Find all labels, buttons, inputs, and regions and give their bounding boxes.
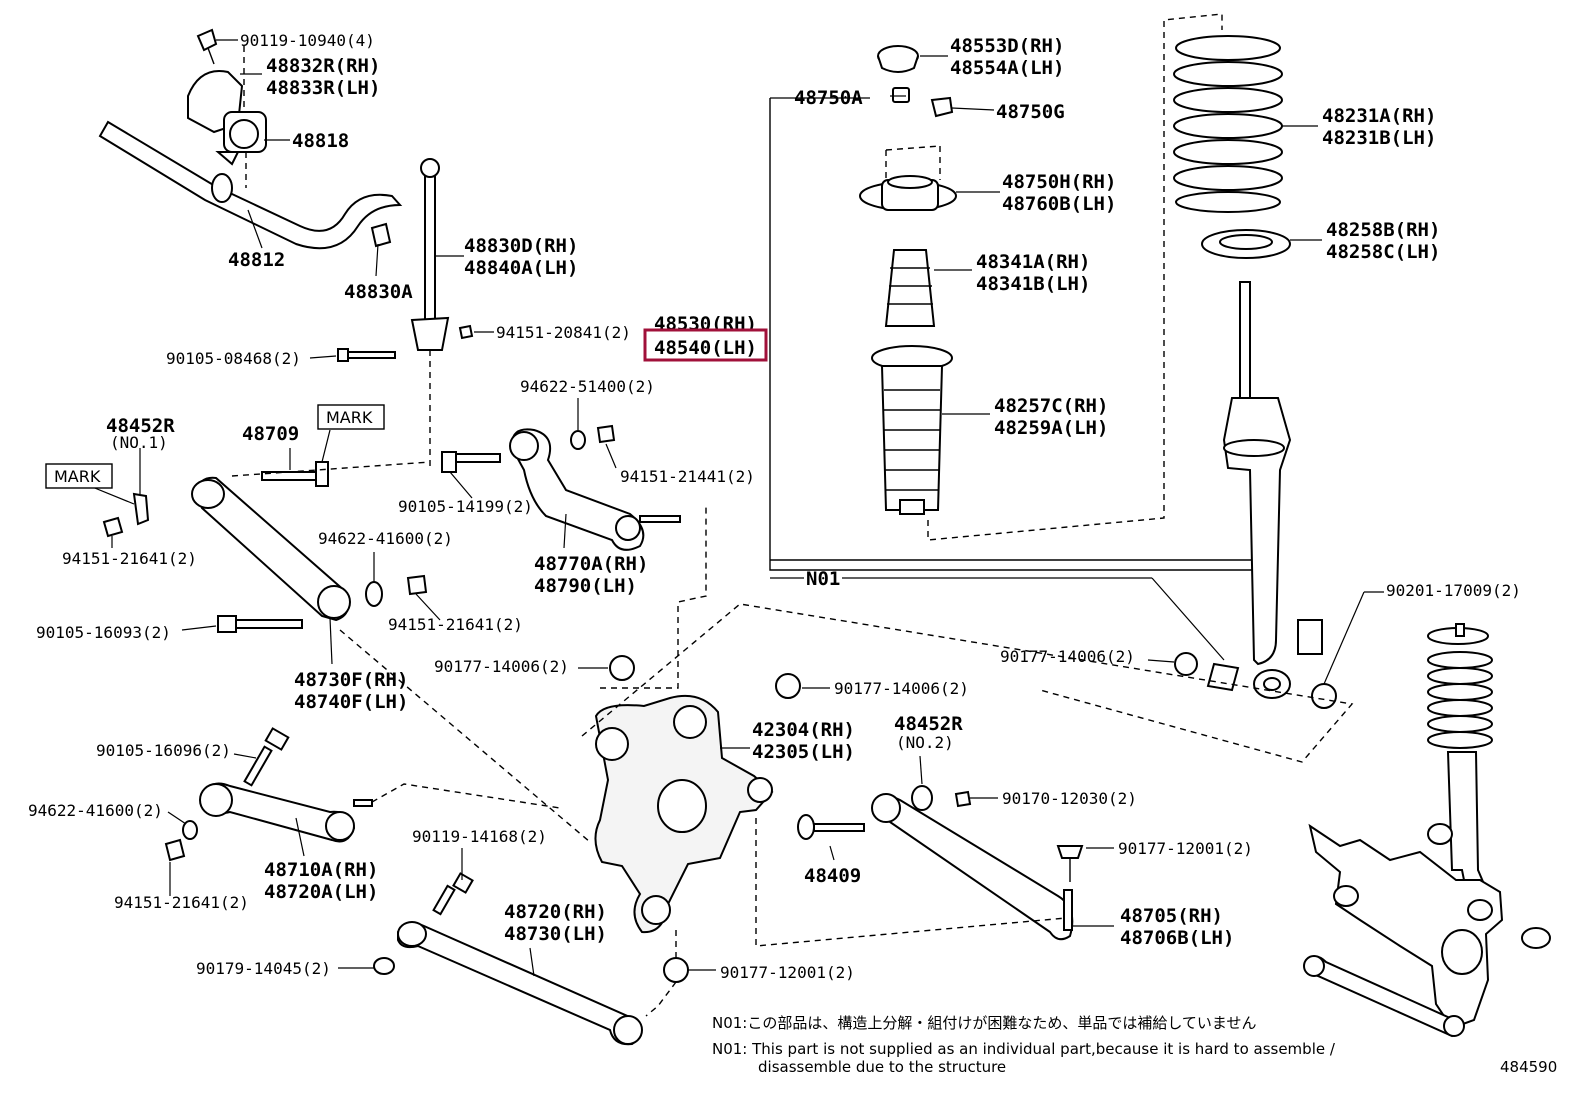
label-48705[interactable]: 48705(RH) [1120,905,1223,927]
label-94151-21641-b[interactable]: 94151-21641(2) [388,615,523,634]
assembly-overview [1303,623,1551,1038]
label-90177-14006-c[interactable]: 90177-14006(2) [1000,647,1135,666]
label-48720A[interactable]: 48720A(LH) [264,881,378,903]
label-48760B[interactable]: 48760B(LH) [1002,193,1116,215]
label-48710A[interactable]: 48710A(RH) [264,859,378,881]
leader-lines [79,39,1384,977]
label-48706B[interactable]: 48706B(LH) [1120,927,1234,949]
note-jp: N01:この部品は、構造上分解・組付けが困難なため、単品では補給していません [712,1014,1256,1032]
label-94151-21641-a[interactable]: 94151-21641(2) [62,549,197,568]
note-en-line1: N01: This part is not supplied as an ind… [712,1040,1336,1058]
mark-box-2 [45,463,113,489]
label-94151-21441[interactable]: 94151-21441(2) [620,467,755,486]
label-no1: (NO.1) [110,433,168,452]
label-48540[interactable]: 48540(LH) [654,337,757,359]
part-labels: 90119-10940(4) 48832R(RH) 48833R(LH) 488… [28,31,1521,982]
label-48259A[interactable]: 48259A(LH) [994,417,1108,439]
label-48452R-no2[interactable]: 48452R [894,713,963,735]
diagram-id: 484590 [1500,1058,1557,1076]
label-no2: (NO.2) [896,733,954,752]
shock-absorber-group [769,13,1337,709]
label-48750G[interactable]: 48750G [996,101,1065,123]
label-90105-16093[interactable]: 90105-16093(2) [36,623,171,642]
label-48554A[interactable]: 48554A(LH) [950,57,1064,79]
note-en-line2: disassemble due to the structure [758,1058,1006,1076]
label-48341B[interactable]: 48341B(LH) [976,273,1090,295]
label-90105-14199[interactable]: 90105-14199(2) [398,497,533,516]
label-48790[interactable]: 48790(LH) [534,575,637,597]
label-48231B[interactable]: 48231B(LH) [1322,127,1436,149]
arms-and-knuckle-group [102,424,1354,1046]
assembly-spring [1427,651,1493,749]
label-48452R-no1[interactable]: 48452R [106,415,175,437]
label-48258C[interactable]: 48258C(LH) [1326,241,1440,263]
label-48818[interactable]: 48818 [292,130,349,152]
label-94622-51400[interactable]: 94622-51400(2) [520,377,655,396]
footnotes: N01:この部品は、構造上分解・組付けが困難なため、単品では補給していません N… [712,1014,1557,1076]
mark-box-1 [317,404,385,430]
label-48770A[interactable]: 48770A(RH) [534,553,648,575]
label-48740F[interactable]: 48740F(LH) [294,691,408,713]
label-90177-12001-a[interactable]: 90177-12001(2) [1118,839,1253,858]
label-42304[interactable]: 42304(RH) [752,719,855,741]
label-48231A[interactable]: 48231A(RH) [1322,105,1436,127]
coil-spring [1173,35,1283,213]
label-48830D[interactable]: 48830D(RH) [464,235,578,257]
selected-part-highlight [643,328,768,362]
label-90105-08468[interactable]: 90105-08468(2) [166,349,301,368]
label-48720[interactable]: 48720(RH) [504,901,607,923]
label-90179-14045[interactable]: 90179-14045(2) [196,959,331,978]
label-48409[interactable]: 48409 [804,865,861,887]
label-48750H[interactable]: 48750H(RH) [1002,171,1116,193]
mark-label-1: MARK [326,408,373,427]
mark-label-2: MARK [54,467,101,486]
label-48341A[interactable]: 48341A(RH) [976,251,1090,273]
label-48840A[interactable]: 48840A(LH) [464,257,578,279]
label-90177-14006-a[interactable]: 90177-14006(2) [434,657,569,676]
label-N01[interactable]: N01 [806,568,840,590]
label-90177-14006-b[interactable]: 90177-14006(2) [834,679,969,698]
label-48830A[interactable]: 48830A [344,281,413,303]
label-94151-20841[interactable]: 94151-20841(2) [496,323,631,342]
label-42305[interactable]: 42305(LH) [752,741,855,763]
label-48730F[interactable]: 48730F(RH) [294,669,408,691]
label-90119-10940[interactable]: 90119-10940(4) [240,31,375,50]
label-48258B[interactable]: 48258B(RH) [1326,219,1440,241]
label-90201-17009[interactable]: 90201-17009(2) [1386,581,1521,600]
label-90119-14168[interactable]: 90119-14168(2) [412,827,547,846]
label-90170-12030[interactable]: 90170-12030(2) [1002,789,1137,808]
label-94151-21641-c[interactable]: 94151-21641(2) [114,893,249,912]
label-48709[interactable]: 48709 [242,423,299,445]
label-90177-12001-b[interactable]: 90177-12001(2) [720,963,855,982]
label-48750A[interactable]: 48750A [794,87,863,109]
label-48832R[interactable]: 48832R(RH) [266,55,380,77]
label-48730[interactable]: 48730(LH) [504,923,607,945]
label-48553D[interactable]: 48553D(RH) [950,35,1064,57]
label-48812[interactable]: 48812 [228,249,285,271]
label-48833R[interactable]: 48833R(LH) [266,77,380,99]
label-94622-41600-a[interactable]: 94622-41600(2) [318,529,453,548]
label-90105-16096[interactable]: 90105-16096(2) [96,741,231,760]
stabilizer-bar-group [98,28,474,470]
label-94622-41600-b[interactable]: 94622-41600(2) [28,801,163,820]
label-48257C[interactable]: 48257C(RH) [994,395,1108,417]
